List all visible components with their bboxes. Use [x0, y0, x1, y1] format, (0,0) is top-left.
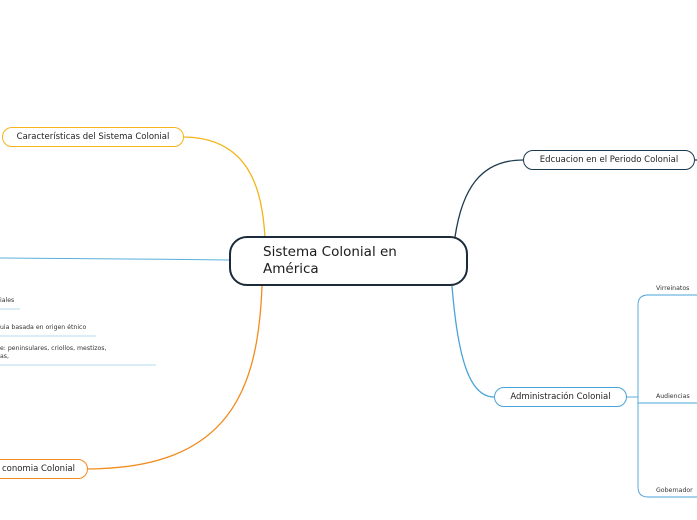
- topic-administracion[interactable]: Administración Colonial: [494, 387, 627, 407]
- topic-administracion-label: Administración Colonial: [510, 392, 611, 402]
- central-topic-label: Sistema Colonial en América: [263, 244, 397, 277]
- central-topic[interactable]: Sistema Colonial en América: [229, 236, 468, 286]
- leaf-left-1[interactable]: iales: [0, 297, 15, 304]
- connector-educacion: [454, 159, 524, 238]
- topic-economia[interactable]: conomia Colonial: [0, 459, 88, 479]
- topic-economia-label: conomia Colonial: [1, 464, 75, 474]
- topic-educacion[interactable]: Edcuacion en el Periodo Colonial: [523, 150, 695, 170]
- subtopic-audiencias[interactable]: Audiencias: [656, 393, 690, 400]
- connector-economia: [87, 285, 263, 470]
- leaf-left-3[interactable]: e: peninsulares, criollos, mestizos, as,: [0, 345, 106, 361]
- connector-administracion: [451, 285, 495, 398]
- topic-educacion-label: Edcuacion en el Periodo Colonial: [539, 155, 679, 165]
- leaf-left-2[interactable]: uia basada en origen étnico: [0, 324, 87, 331]
- connector-gobernador: [637, 397, 697, 498]
- leaf-left-3-line-1: e: peninsulares, criollos, mestizos,: [0, 345, 107, 352]
- subtopic-virreinatos[interactable]: Virreinatos: [656, 285, 690, 292]
- connector-caracteristicas: [183, 136, 266, 238]
- connector-virreinatos: [637, 294, 697, 397]
- subtopic-gobernador[interactable]: Gobernador: [656, 487, 693, 494]
- leaf-left-3-line-2: as,: [0, 353, 9, 360]
- topic-caracteristicas-label: Características del Sistema Colonial: [16, 132, 170, 142]
- connector-left-topic: [0, 257, 230, 261]
- topic-caracteristicas[interactable]: Características del Sistema Colonial: [2, 127, 184, 147]
